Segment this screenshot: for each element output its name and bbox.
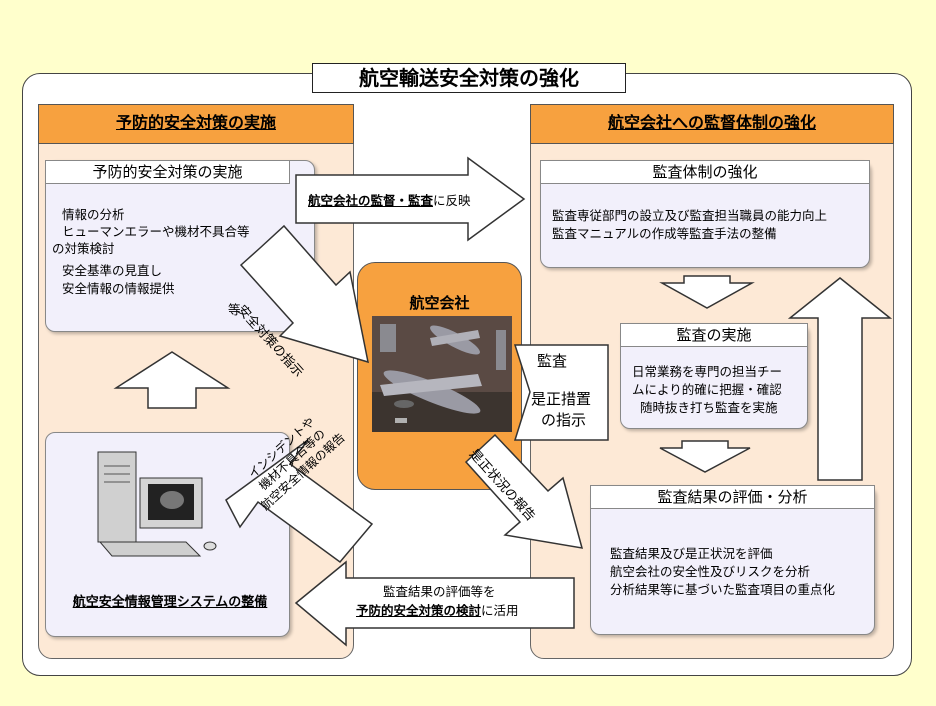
feedback-arrow-bold: 航空会社の監督・監査: [308, 193, 434, 208]
audit-system-line: 監査マニュアルの作成等監査手法の整備: [552, 226, 777, 241]
prevention-item: 安全基準の見直し: [62, 263, 163, 278]
audit-analysis-line: 監査結果及び是正状況を評価: [610, 546, 773, 561]
bottom-arrow-rest: に活用: [481, 603, 519, 618]
prevention-panel-title: 予防的安全対策の実施: [45, 160, 290, 184]
page-title: 航空輸送安全対策の強化: [312, 63, 626, 93]
computer-icon: [97, 451, 217, 557]
audit-analysis-line: 分析結果等に基づいた監査項目の重点化: [610, 582, 836, 597]
instruction-arrow: [239, 224, 369, 364]
prevention-item: の対策検討: [52, 241, 115, 256]
audit-analysis-line: 航空会社の安全性及びリスクを分析: [610, 564, 811, 579]
audit-analysis-title: 監査結果の評価・分析: [590, 485, 875, 509]
correction-text-1: 是正措置: [531, 390, 592, 408]
prevention-item: 情報の分析: [62, 207, 125, 222]
down-arrow-2: [659, 440, 751, 473]
right-up-arrow: [787, 277, 893, 481]
bottom-arrow-line2: 予防的安全対策の検討に活用: [356, 602, 519, 619]
audit-analysis-panel: [590, 485, 875, 635]
feedback-arrow-rest: に反映: [433, 193, 471, 208]
system-panel: [45, 432, 290, 637]
audit-execution-title: 監査の実施: [620, 323, 808, 347]
prevention-items-suffix: 等: [228, 302, 241, 317]
feedback-arrow: [295, 156, 526, 242]
prevention-item: ヒューマンエラーや機材不具合等: [62, 224, 250, 239]
bottom-arrow-line1: 監査結果の評価等を: [383, 584, 496, 599]
left-up-arrow: [113, 351, 231, 409]
audit-execution-line: ムにより的確に把握・確認: [632, 382, 782, 397]
audit-system-line: 監査専従部門の設立及び監査担当職員の能力向上: [552, 208, 828, 223]
audit-execution-line: 日常業務を専門の担当チー: [632, 364, 783, 379]
airline-label: 航空会社: [409, 294, 470, 312]
bottom-arrow-bold: 予防的安全対策の検討: [356, 603, 482, 618]
correction-text-2: の指示: [541, 411, 587, 429]
status-report-arrow: [464, 433, 584, 549]
incident-report-arrow: [225, 439, 374, 564]
left-column-header: 予防的安全対策の実施: [38, 104, 354, 144]
prevention-item: 安全情報の情報提供: [62, 281, 175, 296]
feedback-arrow-text: 航空会社の監督・監査に反映: [308, 192, 471, 209]
system-label: 航空安全情報管理システムの整備: [72, 595, 268, 610]
audit-instruction-arrow: [513, 344, 609, 441]
bottom-arrow: [294, 560, 575, 647]
audit-execution-line: 随時抜き打ち監査を実施: [640, 400, 778, 415]
audit-text: 監査: [537, 352, 568, 370]
right-column-header: 航空会社への監督体制の強化: [530, 104, 894, 144]
down-arrow-1: [659, 275, 755, 309]
audit-system-title: 監査体制の強化: [540, 160, 870, 184]
airport-illustration: [372, 316, 512, 432]
